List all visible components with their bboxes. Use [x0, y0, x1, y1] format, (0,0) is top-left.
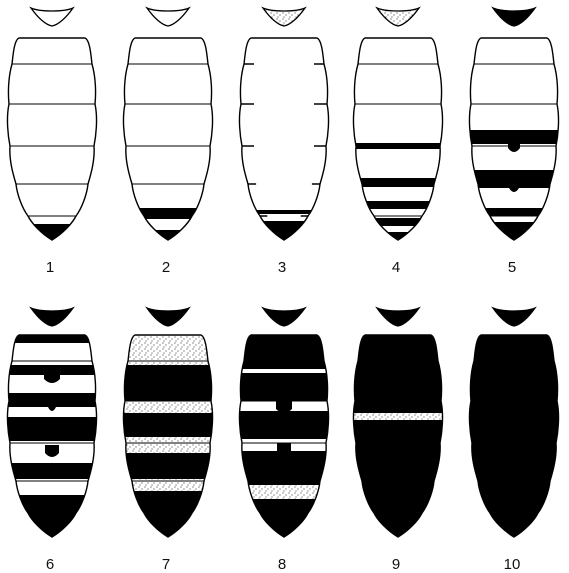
body-base-4: [353, 38, 442, 240]
abdomen-panel-7: 7: [118, 308, 218, 573]
petiole-cap-2: [147, 8, 189, 26]
band-1-0: [2, 224, 102, 248]
petiole-cap-8: [263, 308, 305, 326]
petiole-cap-4: [377, 8, 419, 26]
band-6-4: [2, 463, 102, 479]
panel-number-4: 4: [392, 259, 400, 276]
petiole-cap-3: [263, 8, 305, 26]
color-bands-1: [2, 224, 102, 248]
abdomen-panel-3: 3: [234, 8, 334, 276]
panel-number-10: 10: [504, 556, 521, 573]
panel-number-6: 6: [46, 556, 54, 573]
band-3-0: [234, 210, 334, 214]
band-4-2: [348, 201, 448, 209]
petiole-cap-5: [493, 8, 535, 26]
panel-number-1: 1: [46, 259, 54, 276]
panel-number-2: 2: [162, 259, 170, 276]
band-5-3: [464, 222, 564, 248]
band-4-3: [348, 218, 448, 226]
petiole-cap-10: [493, 308, 535, 326]
abdomen-panel-2: 2: [118, 8, 218, 276]
band-2-1: [118, 230, 218, 248]
band-8-1: [234, 369, 334, 373]
body-base-3: [239, 38, 328, 240]
panel-number-9: 9: [392, 556, 400, 573]
band-4-1: [348, 178, 448, 187]
band-3-1: [234, 221, 334, 248]
petiole-cap-7: [147, 308, 189, 326]
panel-number-8: 8: [278, 556, 286, 573]
abdomen-panel-10: 10: [464, 308, 564, 573]
petiole-cap-9: [377, 308, 419, 326]
band-9-1: [348, 413, 448, 420]
abdomen-panel-9: 9: [348, 308, 448, 573]
panel-number-5: 5: [508, 259, 516, 276]
panel-number-7: 7: [162, 556, 170, 573]
petiole-cap-1: [31, 8, 73, 26]
petiole-cap-6: [31, 308, 73, 326]
abdomen-panel-1: 1: [2, 8, 102, 276]
band-6-3: [2, 417, 102, 441]
body-base-1: [7, 38, 96, 240]
band-2-0: [118, 208, 218, 219]
band-5-2: [464, 208, 564, 216]
abdomen-panel-6: 6: [2, 308, 102, 573]
abdomen-panel-8: 8: [234, 308, 334, 573]
abdomen-panel-5: 5: [464, 8, 564, 276]
abdomen-panel-4: 4: [348, 8, 448, 276]
panel-number-3: 3: [278, 259, 286, 276]
